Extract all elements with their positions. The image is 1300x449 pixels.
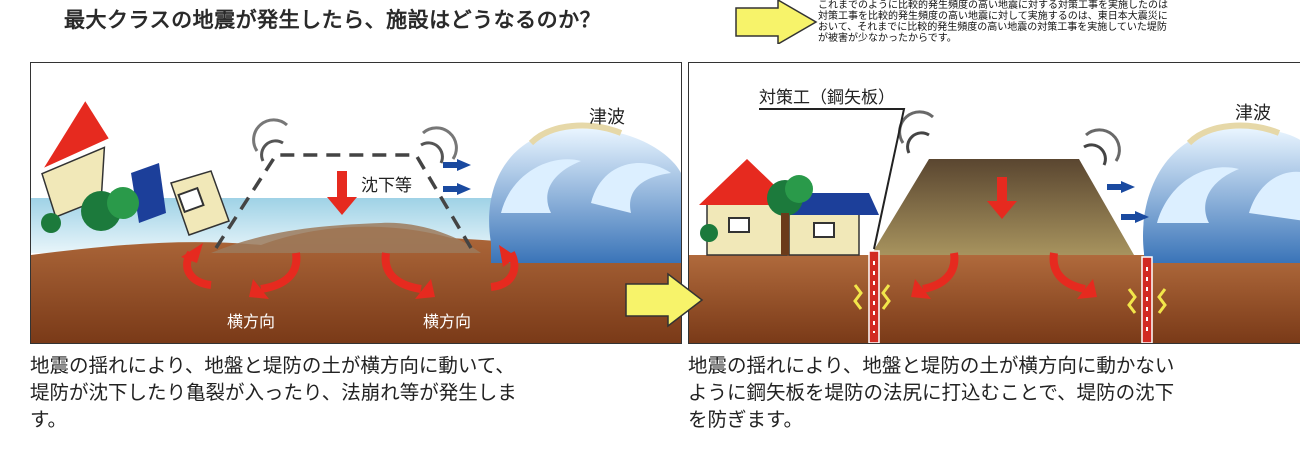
right-arrow-icon xyxy=(735,0,818,44)
tsunami-label: 津波 xyxy=(589,107,625,128)
tsunami-label: 津波 xyxy=(1235,103,1271,124)
vibration-icon xyxy=(853,284,1167,314)
tsunami-pressure-arrow-icon xyxy=(443,159,471,195)
subsidence-arrow-icon xyxy=(327,171,357,215)
explanatory-note: これまでのように比較的発生頻度の高い地震に対する対策工事を実施したのは 対策工事… xyxy=(818,0,1168,44)
subsidence-label: 沈下等 xyxy=(361,176,412,196)
tsunami-wave-icon xyxy=(489,122,681,263)
damage-caption: 地震の揺れにより、地盤と堤防の土が横方向に動いて、 堤防が沈下したり亀裂が入った… xyxy=(30,354,517,431)
countermeasure-label: 対策工（鋼矢板） xyxy=(759,88,895,108)
countermeasure-caption: 地震の揺れにより、地盤と堤防の土が横方向に動かない ように鋼矢板を堤防の法尻に打… xyxy=(688,354,1175,431)
steel-sheet-pile-icon xyxy=(868,250,1153,343)
house-icon xyxy=(699,159,879,256)
tsunami-pressure-arrow-icon xyxy=(1107,181,1149,223)
load-arrow-icon xyxy=(987,177,1017,219)
shake-icon xyxy=(252,118,458,164)
countermeasure-panel: 対策工（鋼矢板） 津波 xyxy=(688,62,1300,344)
lateral-label-2: 横方向 xyxy=(423,312,471,331)
shake-icon xyxy=(898,110,1121,166)
earthquake-damage-panel: 津波 沈下等 横方向 横方向 xyxy=(30,62,682,344)
original-embankment-outline xyxy=(214,153,473,249)
right-arrow-icon xyxy=(625,272,704,328)
tsunami-wave-icon xyxy=(1143,122,1300,263)
lateral-label-1: 横方向 xyxy=(227,312,275,331)
page-heading: 最大クラスの地震が発生したら、施設はどうなるのか？ xyxy=(64,8,602,32)
collapsing-house-icon xyxy=(41,101,230,236)
subsided-embankment xyxy=(211,222,481,253)
lateral-movement-arrow-icon xyxy=(922,252,1086,293)
leader-line xyxy=(759,108,906,250)
ground xyxy=(689,255,1300,343)
